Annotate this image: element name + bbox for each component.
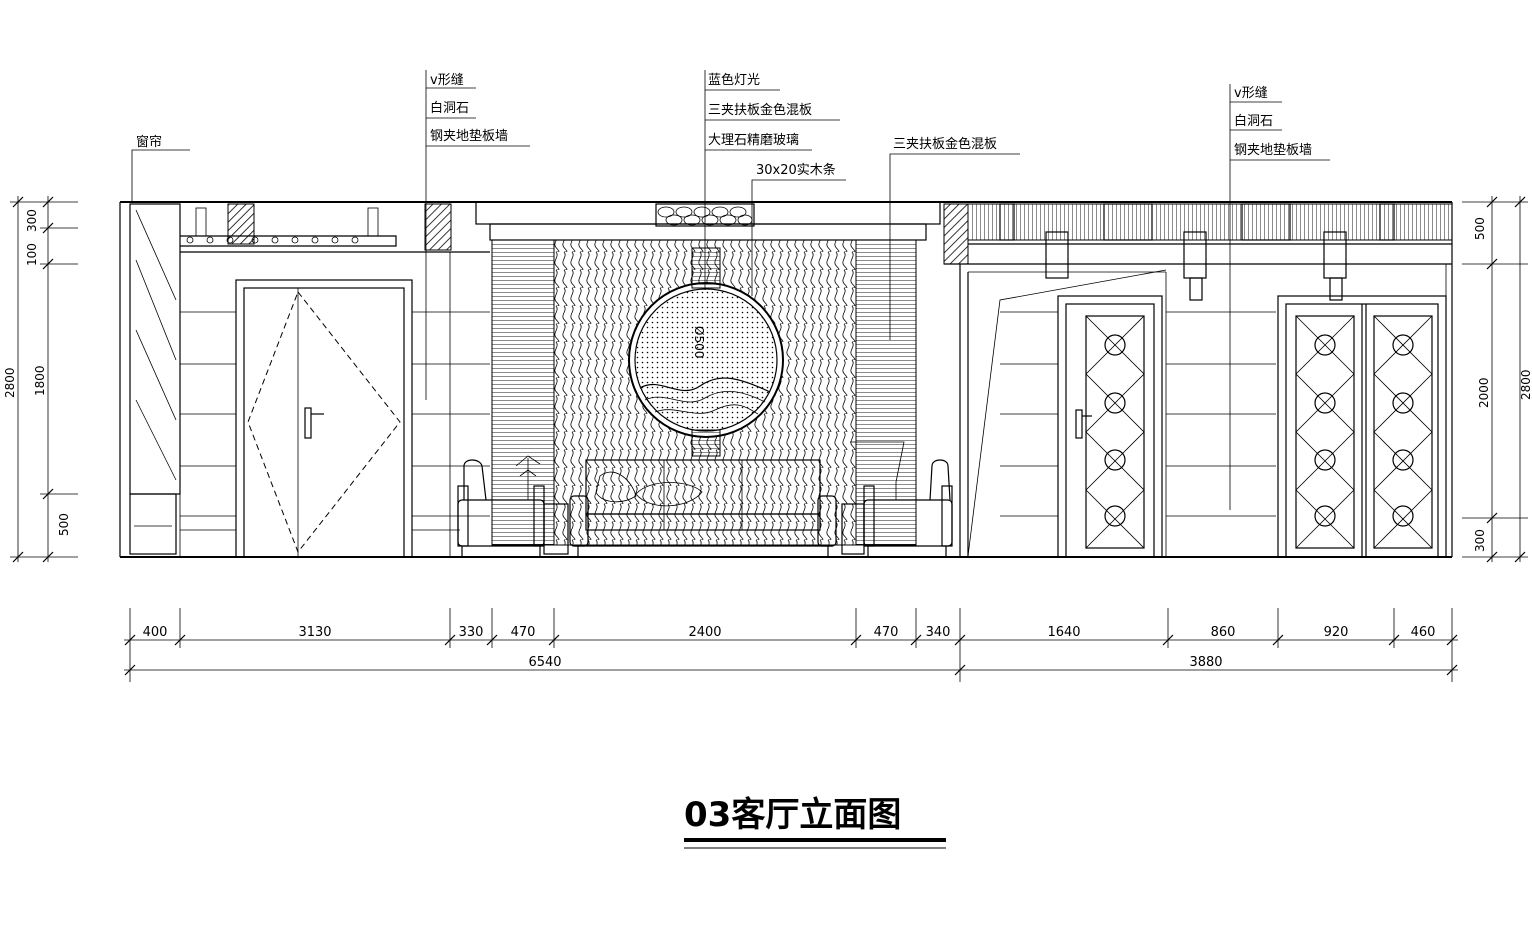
dim-920: 920 bbox=[1324, 625, 1349, 640]
right-dimensions: 500 2800 2000 300 bbox=[1462, 196, 1532, 563]
right-ceiling bbox=[943, 203, 1453, 301]
drawing-title: 03客厅立面图 bbox=[684, 795, 946, 849]
label-left-3: 钢夹地垫板墙 bbox=[430, 128, 508, 144]
bottom-dimensions: 400 3130 330 470 2400 470 340 1640 860 9… bbox=[124, 608, 1458, 682]
round-mirror: Ø500 bbox=[628, 247, 784, 457]
dim-right-2800: 2800 bbox=[1519, 369, 1532, 400]
left-window-curtain bbox=[129, 203, 181, 555]
dim-400: 400 bbox=[143, 625, 168, 640]
label-center-3: 大理石精磨玻璃 bbox=[708, 133, 799, 148]
label-center-right: 三夹扶板金色混板 bbox=[893, 136, 997, 152]
dim-left-100: 100 bbox=[25, 243, 39, 266]
right-armchair bbox=[863, 459, 953, 556]
label-center-2: 三夹扶板金色混板 bbox=[708, 102, 812, 118]
label-right-2: 白洞石 bbox=[1234, 113, 1273, 129]
left-wall-panels bbox=[179, 252, 490, 557]
title-text: 03客厅立面图 bbox=[684, 795, 901, 835]
feature-wall: Ø500 bbox=[475, 201, 941, 546]
label-left-2: 白洞石 bbox=[430, 100, 469, 116]
dim-left-2800: 2800 bbox=[3, 367, 17, 398]
dim-left-1800: 1800 bbox=[33, 365, 47, 396]
main-sofa bbox=[569, 459, 837, 556]
annotations: 窗帘 v形缝 白洞石 钢夹地垫板墙 蓝色灯光 三夹扶板金色混板 大理石精磨玻璃 … bbox=[131, 70, 1330, 510]
dim-left-500: 500 bbox=[57, 513, 71, 536]
dim-460: 460 bbox=[1411, 625, 1436, 640]
label-right-3: 钢夹地垫板墙 bbox=[1234, 142, 1312, 158]
left-door bbox=[235, 279, 413, 558]
dim-right-500: 500 bbox=[1473, 217, 1487, 240]
left-ceiling bbox=[180, 203, 490, 253]
dim-860: 860 bbox=[1211, 625, 1236, 640]
dim-3130: 3130 bbox=[298, 625, 331, 640]
dim-left-300: 300 bbox=[25, 209, 39, 232]
label-right-1: v形缝 bbox=[1234, 86, 1268, 101]
right-single-door bbox=[1057, 295, 1163, 558]
dim-right-300: 300 bbox=[1473, 529, 1487, 552]
right-double-door bbox=[1277, 295, 1447, 558]
dim-right-2000: 2000 bbox=[1477, 377, 1491, 408]
circle-label: Ø500 bbox=[692, 326, 706, 358]
dim-total-6540: 6540 bbox=[528, 655, 561, 670]
dim-total-3880: 3880 bbox=[1189, 655, 1222, 670]
label-center-1: 蓝色灯光 bbox=[708, 72, 760, 88]
dim-2400: 2400 bbox=[688, 625, 721, 640]
right-wall-panels bbox=[959, 264, 1447, 557]
label-curtain: 窗帘 bbox=[136, 134, 162, 150]
dim-470a: 470 bbox=[511, 625, 536, 640]
side-table-left bbox=[515, 455, 569, 555]
dim-1640: 1640 bbox=[1047, 625, 1080, 640]
dim-470b: 470 bbox=[874, 625, 899, 640]
sofa-set bbox=[457, 441, 953, 556]
left-dimensions: 300 100 2800 1800 500 bbox=[3, 196, 78, 563]
dim-340: 340 bbox=[926, 625, 951, 640]
dim-330: 330 bbox=[459, 625, 484, 640]
label-center-4: 30x20实木条 bbox=[756, 162, 836, 178]
label-left-1: v形缝 bbox=[430, 73, 464, 88]
